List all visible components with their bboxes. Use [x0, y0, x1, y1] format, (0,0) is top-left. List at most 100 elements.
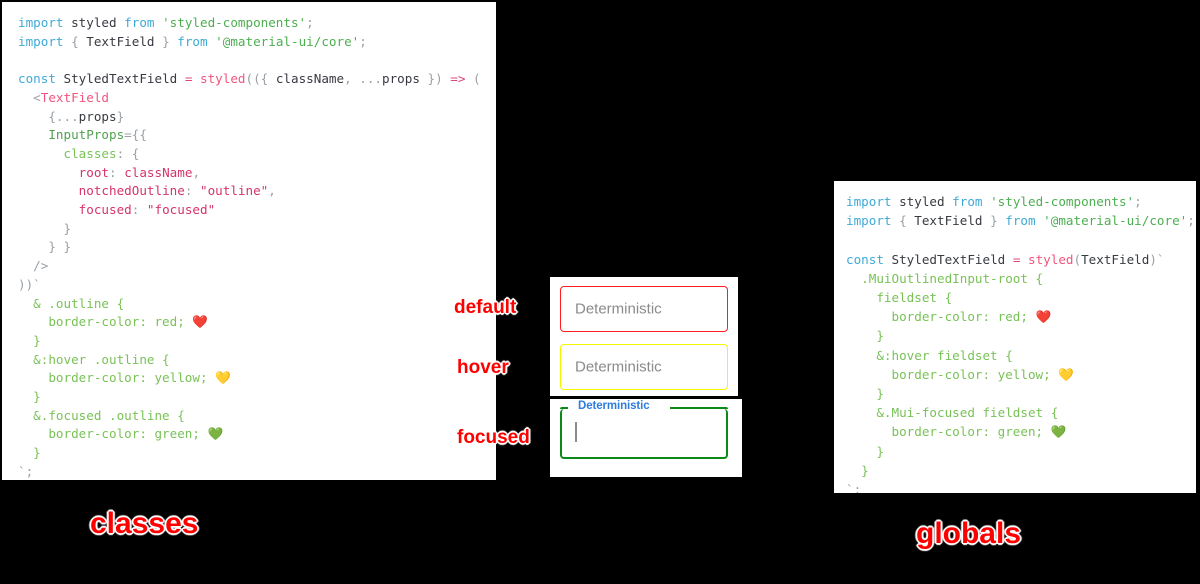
code-line: InputProps={{	[18, 126, 496, 145]
code-token: =	[184, 71, 200, 87]
code-token: }	[846, 386, 884, 402]
code-token: =	[1012, 251, 1028, 267]
code-token: ,	[192, 164, 201, 180]
code-line: <TextField	[18, 89, 496, 108]
code-line: }	[846, 384, 1196, 403]
code-line: import styled from 'styled-components';	[18, 14, 496, 33]
code-token: className	[275, 71, 345, 87]
code-token: &:hover .outline {	[18, 351, 170, 367]
code-token: from	[124, 15, 163, 30]
code-line: }	[18, 444, 496, 463]
code-token: import	[18, 15, 72, 30]
code-token: "outline"	[200, 183, 269, 199]
code-token: }	[846, 328, 884, 344]
textfield-default-placeholder: Deterministic	[575, 300, 662, 318]
textfield-default[interactable]: Deterministic	[560, 286, 728, 332]
code-token: from	[177, 33, 216, 49]
code-token: {	[71, 33, 87, 49]
code-line: &:hover fieldset {	[846, 346, 1196, 365]
code-token: ,	[268, 183, 276, 199]
code-token: ;	[359, 33, 367, 49]
code-token: props	[382, 71, 420, 87]
code-token	[18, 183, 79, 198]
code-token: ={{	[124, 127, 147, 143]
code-token: {	[899, 213, 915, 229]
code-token: />	[18, 258, 49, 274]
code-token: border-color: red;	[18, 314, 193, 330]
annotation-title-classes: classes	[90, 507, 199, 540]
code-token: TextField	[40, 89, 109, 105]
code-token: const	[846, 251, 892, 267]
code-token: TextField	[1081, 251, 1150, 267]
code-line: }	[846, 442, 1196, 461]
code-token: }	[846, 443, 884, 459]
code-line: {...props}	[18, 108, 496, 127]
annotation-title-globals: globals	[916, 517, 1022, 550]
code-token: 'styled-components'	[162, 15, 307, 30]
code-classes-body: import styled from 'styled-components';i…	[2, 2, 496, 480]
code-token: : {	[116, 145, 140, 161]
code-line: fieldset {	[846, 288, 1196, 307]
code-line: root: className,	[18, 164, 496, 183]
code-token: &:hover fieldset {	[846, 347, 1013, 363]
demo-panel-bottom: Deterministic	[550, 399, 742, 477]
code-token: & .outline {	[18, 295, 125, 311]
code-token: InputProps	[48, 127, 125, 143]
textfield-focused[interactable]: Deterministic	[560, 400, 728, 459]
notched-outline	[560, 407, 728, 409]
code-line: `;	[846, 480, 1196, 493]
code-token: from	[952, 194, 991, 209]
code-line: import { TextField } from '@material-ui/…	[846, 211, 1196, 230]
code-line: }	[18, 332, 496, 351]
demo-panel-top: Deterministic Deterministic	[550, 277, 738, 396]
code-token: StyledTextField	[891, 251, 1013, 267]
code-token: =>	[450, 71, 474, 87]
code-line: notchedOutline: "outline",	[18, 182, 496, 201]
code-line: .MuiOutlinedInput-root {	[846, 269, 1196, 288]
code-token: border-color: yellow;	[846, 366, 1059, 382]
text-caret	[575, 422, 577, 442]
code-token: border-color: green;	[846, 424, 1051, 440]
code-token: '@material-ui/core'	[215, 33, 360, 49]
code-token: TextField	[86, 33, 155, 49]
code-token: import	[846, 213, 900, 229]
code-token: ))`	[18, 276, 41, 292]
code-token: "focused"	[146, 202, 216, 218]
code-token: const	[18, 71, 64, 87]
code-line: classes: {	[18, 145, 496, 164]
notch-segment-left	[560, 407, 568, 409]
code-token: focused	[78, 202, 132, 218]
code-token: 💛	[1058, 366, 1074, 382]
textfield-hover[interactable]: Deterministic	[560, 344, 728, 390]
code-token: 💚	[1050, 424, 1067, 440]
code-token	[18, 202, 79, 217]
code-token	[18, 127, 48, 142]
textfield-hover-placeholder: Deterministic	[575, 358, 662, 376]
code-token: ❤️	[1035, 309, 1052, 325]
code-line: border-color: yellow; 💛	[846, 365, 1196, 384]
code-token	[846, 232, 854, 247]
code-token: from	[1005, 213, 1044, 229]
code-token: (	[473, 71, 481, 87]
code-line: } }	[18, 238, 496, 257]
code-token: &.focused .outline {	[18, 407, 185, 423]
code-token: (	[1073, 251, 1082, 267]
code-line: & .outline {	[18, 295, 496, 314]
code-token: }	[18, 220, 72, 236]
code-line: ))`	[18, 276, 496, 295]
code-line: const StyledTextField = styled(TextField…	[846, 250, 1196, 269]
code-token: styled	[200, 71, 246, 87]
code-line: `;	[18, 463, 496, 480]
code-line: &.focused .outline {	[18, 407, 496, 426]
code-token: classes	[63, 145, 117, 161]
code-line: border-color: yellow; 💛	[18, 369, 496, 388]
code-token: :	[131, 202, 147, 218]
notch-segment-right	[670, 407, 728, 409]
code-token: ,	[344, 71, 360, 87]
code-token: import	[846, 194, 900, 209]
annotation-default: default	[454, 297, 517, 318]
code-token: notchedOutline	[78, 183, 185, 199]
code-token: root	[78, 164, 110, 180]
textfield-focused-label: Deterministic	[575, 400, 653, 412]
code-globals-body: import styled from 'styled-components';i…	[834, 181, 1196, 493]
